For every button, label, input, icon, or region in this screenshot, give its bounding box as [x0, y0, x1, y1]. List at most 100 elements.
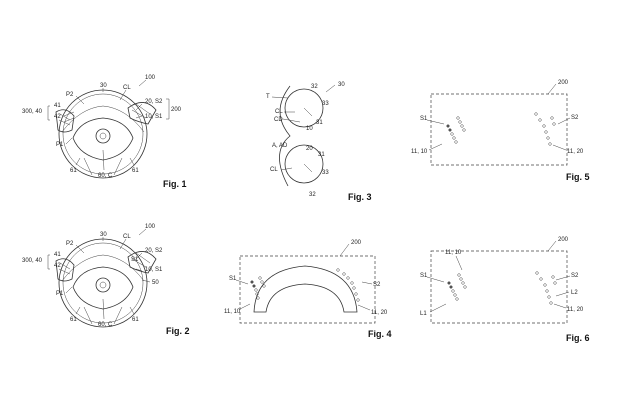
label-l2: L2 [571, 290, 578, 296]
leader-l1 [429, 303, 447, 313]
label-cl-a: CL [275, 109, 283, 115]
label-11-10: 11, 10 [224, 309, 241, 315]
left-hand [55, 109, 75, 133]
leader-11-10 [455, 255, 463, 271]
display-area-200 [430, 93, 568, 166]
leader-p2 [75, 95, 85, 105]
led-group-s2 [336, 268, 360, 302]
leader-p1 [65, 286, 73, 294]
leader-61b [129, 306, 135, 315]
contour-line [279, 85, 291, 187]
upper-spoke-lines [61, 105, 145, 133]
leader-61a [75, 306, 81, 315]
leader-l2 [555, 291, 570, 297]
label-s1: S1 [420, 273, 428, 279]
label-100: 100 [145, 224, 156, 230]
label-p1: P1 [56, 291, 64, 297]
leader-t [271, 96, 289, 99]
label-s2: S2 [571, 273, 579, 279]
display-area-200 [239, 255, 376, 324]
leader-50 [141, 279, 151, 283]
right-hand [127, 102, 157, 125]
leader-10-s1 [135, 115, 143, 119]
label-a-ad: A, AD [272, 143, 288, 149]
left-hand-fingers [58, 113, 71, 126]
label-11-20: 11, 20 [567, 149, 584, 155]
leader-100 [138, 228, 147, 236]
label-300-40: 300, 40 [22, 109, 43, 115]
label-300-40: 300, 40 [22, 258, 43, 264]
label-11-20: 11, 20 [371, 310, 388, 316]
leader-cl [119, 238, 127, 250]
label-10-s1: 10, S1 [145, 114, 163, 120]
label-20-s2: 20, S2 [145, 99, 163, 105]
right-hand-fingers [131, 252, 151, 268]
leader-200 [547, 240, 557, 252]
upper-radius [303, 107, 313, 117]
led-group-s1 [250, 276, 266, 300]
leader-200 [547, 83, 557, 95]
label-200: 200 [558, 237, 569, 243]
leader-cl [119, 89, 127, 101]
label-30: 30 [338, 82, 345, 88]
steering-wheel-center [95, 128, 111, 144]
caption-fig5: Fig. 5 [566, 172, 590, 182]
label-20: 20 [306, 146, 313, 152]
led-group-s1 [447, 273, 467, 301]
label-42: 42 [54, 114, 61, 120]
steering-wheel-hub [72, 117, 134, 161]
bracket-300-40 [47, 254, 50, 270]
leader-11-20 [552, 144, 567, 151]
leader-100 [138, 79, 147, 87]
lower-spokes [83, 157, 123, 176]
leader-s1 [426, 119, 445, 125]
led-group-s2 [534, 112, 556, 146]
bracket-200 [166, 98, 170, 120]
figure-2: 100 30 CL P2 41 42 300, 40 P1 20, S2 S1 … [22, 224, 190, 336]
leader-41 [63, 111, 75, 117]
label-s2: S2 [571, 115, 579, 121]
leader-s2 [555, 275, 571, 281]
steering-wheel-hub [72, 266, 134, 310]
left-hand [55, 258, 75, 282]
upper-spoke-lines [61, 254, 145, 282]
label-200: 200 [351, 240, 362, 246]
label-t: T [266, 94, 270, 100]
caption-fig1: Fig. 1 [163, 179, 187, 189]
figure-5: 200 S1 S2 11, 10 11, 20 Fig. 5 [411, 80, 590, 182]
label-33a: 33 [322, 101, 329, 107]
label-30: 30 [100, 83, 107, 89]
leader-20-s2 [135, 252, 143, 260]
label-100: 100 [145, 75, 156, 81]
label-31b: 31 [318, 152, 325, 158]
leader-11-10 [239, 303, 251, 310]
figure-6: 200 11, 10 S1 S2 L1 L2 11, 20 Fig. 6 [420, 237, 590, 343]
label-200: 200 [558, 80, 569, 86]
leader-60-c [102, 298, 105, 320]
label-200: 200 [171, 107, 182, 113]
leader-11-20 [357, 304, 371, 311]
leader-cd [282, 118, 301, 123]
label-10-s1: 10, S1 [145, 267, 163, 273]
label-11-20: 11, 20 [567, 307, 584, 313]
caption-fig2: Fig. 2 [166, 326, 190, 336]
label-cl: CL [123, 85, 131, 91]
label-10: 10 [306, 126, 313, 132]
label-20-s2: 20, S2 [145, 248, 163, 254]
label-cl-b: CL [270, 167, 278, 173]
leader-s2 [557, 117, 571, 125]
figure-1: 100 30 CL P2 41 42 300, 40 P1 20, S2 10,… [22, 75, 187, 189]
caption-fig3: Fig. 3 [348, 192, 372, 202]
leader-42 [63, 117, 75, 123]
lower-spokes [83, 306, 123, 325]
label-s1: S1 [131, 257, 139, 263]
label-s1: S1 [229, 276, 237, 282]
label-32a: 32 [311, 84, 318, 90]
label-11-10: 11, 10 [445, 250, 462, 256]
leader-p1 [65, 137, 73, 145]
leader-11-20 [553, 303, 567, 309]
leader-200 [339, 243, 350, 257]
leader-20-s2 [135, 103, 143, 111]
label-61a: 61 [70, 317, 77, 323]
leader-10-s1 [135, 268, 143, 272]
